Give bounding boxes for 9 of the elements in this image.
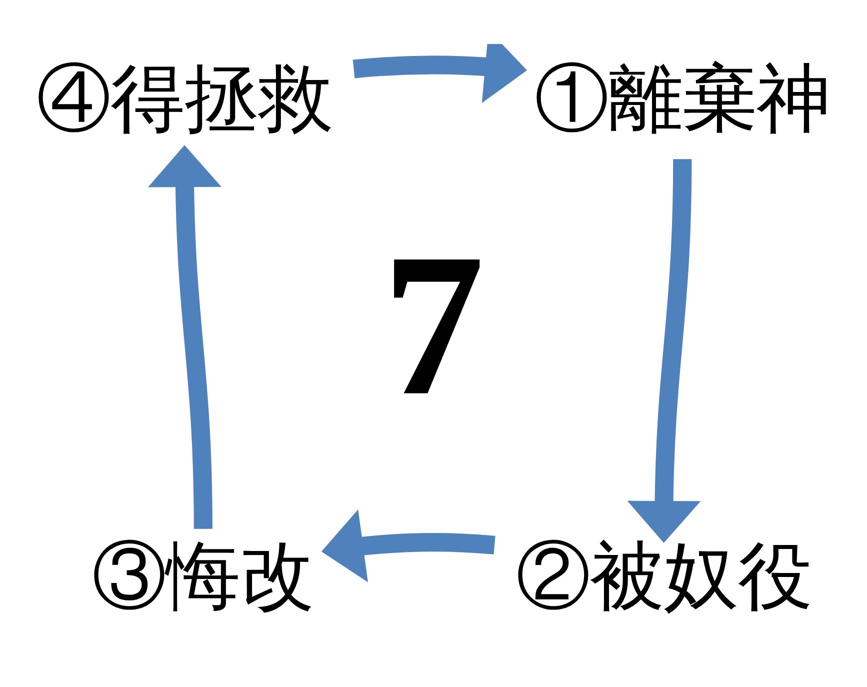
node-text: ①離棄神 bbox=[534, 54, 830, 142]
arrow bbox=[321, 509, 496, 582]
node-text: ②被奴役 bbox=[516, 532, 812, 619]
arrow bbox=[148, 144, 222, 528]
label: 7 bbox=[382, 212, 485, 438]
arrow bbox=[352, 44, 527, 103]
node-text: ④得拯救 bbox=[36, 54, 333, 142]
arrow bbox=[627, 158, 701, 542]
node-text: ③悔改 bbox=[92, 532, 314, 619]
